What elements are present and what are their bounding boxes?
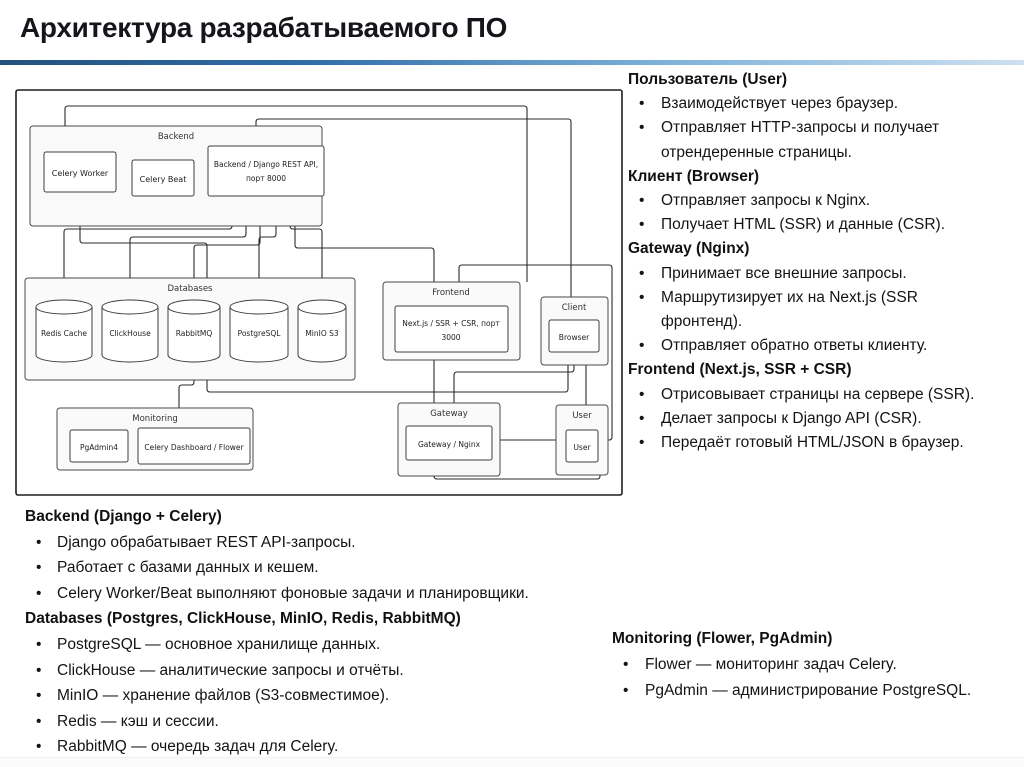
svg-text:3000: 3000 (441, 333, 460, 342)
svg-text:Gateway: Gateway (430, 409, 468, 419)
bullet: Отрисовывает страницы на сервере (SSR). (628, 383, 980, 407)
svg-text:ClickHouse: ClickHouse (109, 329, 151, 338)
svg-text:User: User (572, 411, 592, 421)
title-divider (0, 60, 1024, 65)
svg-text:Monitoring: Monitoring (132, 414, 177, 424)
bullet: MinIO — хранение файлов (S3-совместимое)… (25, 683, 637, 709)
node-clickhouse: ClickHouse (101, 299, 159, 363)
section-bullets-frontend: Отрисовывает страницы на сервере (SSR). … (628, 383, 980, 456)
node-user: User (565, 429, 599, 463)
node-postgresql: PostgreSQL (229, 299, 289, 363)
svg-text:Backend / Django REST API,: Backend / Django REST API, (214, 160, 318, 169)
section-heading-backend: Backend (Django + Celery) (25, 508, 222, 525)
bullet: Взаимодействует через браузер. (628, 92, 980, 116)
section-heading-client: Клиент (Browser) (628, 167, 760, 185)
svg-text:PostgreSQL: PostgreSQL (238, 329, 282, 338)
node-celery-dashboard-flower: Celery Dashboard / Flower (137, 427, 251, 465)
bullet: Celery Worker/Beat выполняют фоновые зад… (25, 581, 637, 607)
svg-text:Client: Client (562, 303, 587, 313)
svg-text:Browser: Browser (559, 333, 590, 342)
bullet: Отправляет запросы к Nginx. (628, 189, 980, 213)
section-heading-monitoring: Monitoring (Flower, PgAdmin) (612, 630, 833, 647)
node-redis-cache: Redis Cache (35, 299, 93, 363)
bullet: Django обрабатывает REST API-запросы. (25, 530, 637, 556)
bullet: Redis — кэш и сессии. (25, 709, 637, 735)
node-celery-beat: Celery Beat (131, 159, 195, 197)
bullet: Принимает все внешние запросы. (628, 262, 980, 286)
bullet: RabbitMQ — очередь задач для Celery. (25, 734, 637, 760)
bullet: Делает запросы к Django API (CSR). (628, 407, 980, 431)
svg-text:Redis Cache: Redis Cache (41, 329, 87, 338)
section-heading-gateway: Gateway (Nginx) (628, 240, 750, 258)
svg-text:MinIO S3: MinIO S3 (305, 329, 339, 338)
svg-text:RabbitMQ: RabbitMQ (176, 329, 213, 338)
architecture-diagram: Backend Databases Monitoring Frontend Cl… (14, 88, 624, 497)
slide-bottom-edge (0, 757, 1024, 767)
svg-text:Celery Beat: Celery Beat (140, 175, 187, 184)
bullet: Отправляет обратно ответы клиенту. (628, 334, 980, 358)
bullet: Flower — мониторинг задач Celery. (612, 652, 1024, 678)
node-nextjs: Next.js / SSR + CSR, порт 3000 (394, 305, 509, 353)
right-text-column: Пользователь (User) Взаимодействует чере… (628, 68, 980, 455)
bullet: ClickHouse — аналитические запросы и отч… (25, 658, 637, 684)
section-heading-frontend: Frontend (Next.js, SSR + CSR) (628, 361, 852, 379)
diagram-border (15, 89, 623, 496)
svg-text:User: User (573, 443, 591, 452)
svg-text:PgAdmin4: PgAdmin4 (80, 443, 118, 452)
svg-text:Next.js / SSR + CSR, порт: Next.js / SSR + CSR, порт (402, 319, 500, 328)
svg-text:Databases: Databases (168, 284, 214, 294)
svg-text:Backend: Backend (158, 132, 194, 142)
section-heading-databases: Databases (Postgres, ClickHouse, MinIO, … (25, 610, 461, 628)
bullet: Получает HTML (SSR) и данные (CSR). (628, 213, 980, 237)
bullet: Отправляет HTTP-запросы и получает отрен… (628, 116, 980, 164)
bottom-right-text-block: Monitoring (Flower, PgAdmin) Flower — мо… (612, 626, 1024, 704)
bullet: Маршрутизирует их на Next.js (SSR фронте… (628, 286, 980, 334)
bullet: PgAdmin — администрирование PostgreSQL. (612, 678, 1024, 704)
section-bullets-backend: Django обрабатывает REST API-запросы. Ра… (25, 530, 637, 607)
svg-text:порт 8000: порт 8000 (246, 174, 286, 183)
page-title: Архитектура разрабатываемого ПО (20, 12, 508, 43)
bottom-left-text-block: Backend (Django + Celery) Django обрабат… (25, 504, 637, 760)
node-rabbitmq: RabbitMQ (167, 299, 221, 363)
bullet: Передаёт готовый HTML/JSON в браузер. (628, 431, 980, 455)
svg-text:Frontend: Frontend (432, 288, 470, 298)
node-gateway-nginx: Gateway / Nginx (405, 425, 493, 461)
node-minio-s3: MinIO S3 (297, 299, 347, 363)
bullet: Работает с базами данных и кешем. (25, 555, 637, 581)
svg-text:Celery Worker: Celery Worker (52, 169, 109, 178)
section-heading-user: Пользователь (User) (628, 71, 788, 88)
section-bullets-gateway: Принимает все внешние запросы. Маршрутиз… (628, 262, 980, 359)
node-pgadmin4: PgAdmin4 (69, 429, 129, 463)
section-bullets-user: Взаимодействует через браузер. Отправляе… (628, 92, 980, 165)
node-celery-worker: Celery Worker (43, 151, 117, 193)
svg-text:Celery Dashboard / Flower: Celery Dashboard / Flower (144, 443, 244, 452)
node-browser: Browser (548, 319, 600, 353)
node-django-rest-api: Backend / Django REST API, порт 8000 (207, 145, 325, 197)
svg-text:Gateway / Nginx: Gateway / Nginx (418, 440, 481, 449)
section-bullets-databases: PostgreSQL — основное хранилище данных. … (25, 632, 637, 760)
diagram-svg: Backend Databases Monitoring Frontend Cl… (15, 89, 623, 496)
section-bullets-monitoring: Flower — мониторинг задач Celery. PgAdmi… (612, 652, 1024, 704)
bullet: PostgreSQL — основное хранилище данных. (25, 632, 637, 658)
section-bullets-client: Отправляет запросы к Nginx. Получает HTM… (628, 189, 980, 238)
